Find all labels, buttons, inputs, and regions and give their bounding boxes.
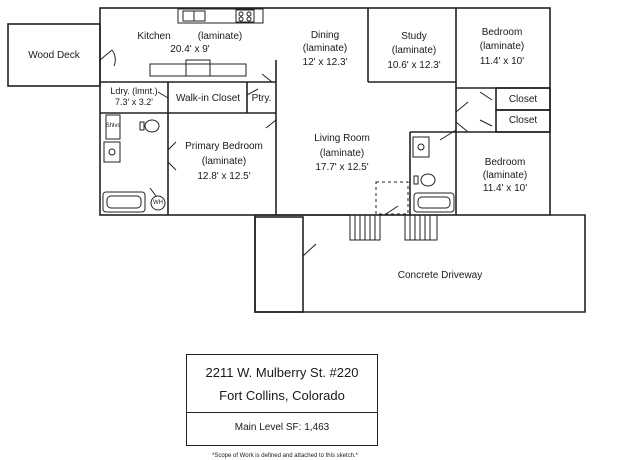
right-toilet-icon xyxy=(420,173,436,187)
primary-bedroom-floor: (laminate) xyxy=(201,156,247,167)
stove-icon xyxy=(235,9,255,23)
kitchen-floor: (laminate) xyxy=(197,31,243,42)
scope-footnote: *Scope of Work is defined and attached t… xyxy=(212,453,358,459)
address-divider xyxy=(187,412,377,413)
entry-landing xyxy=(375,181,409,215)
right-tub-icon xyxy=(413,192,455,213)
bedroom-top-floor: (laminate) xyxy=(479,41,525,52)
study-name: Study xyxy=(401,31,427,42)
wood-deck-outline xyxy=(7,23,101,87)
bedroom-right-dims: 11.4' x 10' xyxy=(482,183,528,194)
dining-dims: 12' x 12.3' xyxy=(302,57,348,68)
left-tub-icon xyxy=(102,191,146,213)
wood-deck-label: Wood Deck xyxy=(28,50,80,61)
bedroom-top-name: Bedroom xyxy=(481,27,523,38)
address-box: 2211 W. Mulberry St. #220 Fort Collins, … xyxy=(186,354,378,446)
walkin-closet-label: Walk-in Closet xyxy=(175,93,241,104)
kitchen-name: Kitchen xyxy=(137,31,171,42)
living-room-name: Living Room xyxy=(314,133,370,144)
study-dims: 10.6' x 12.3' xyxy=(387,60,441,71)
kitchen-dims: 20.4' x 9' xyxy=(170,44,210,55)
door-swings xyxy=(99,49,493,257)
laundry-dims: 7.3' x 3.2' xyxy=(115,97,153,107)
closet-2-label: Closet xyxy=(508,115,538,126)
main-level-sf: Main Level SF: 1,463 xyxy=(234,422,330,433)
dining-name: Dining xyxy=(310,30,340,41)
bedroom-right-floor: (laminate) xyxy=(482,170,528,181)
laundry-name: Ldry. (lmnt.) xyxy=(110,86,158,96)
right-sink-icon xyxy=(412,136,430,158)
closet-1-label: Closet xyxy=(508,94,538,105)
front-stairs xyxy=(349,214,438,241)
driveway-label: Concrete Driveway xyxy=(397,270,483,281)
pantry-label: Ptry. xyxy=(251,93,272,104)
address-city: Fort Collins, Colorado xyxy=(219,388,345,403)
address-street: 2211 W. Mulberry St. #220 xyxy=(205,365,359,380)
living-room-floor: (laminate) xyxy=(319,148,365,159)
garage-outline xyxy=(254,216,304,313)
study-floor: (laminate) xyxy=(391,45,437,56)
shelves-unit xyxy=(105,114,121,140)
kitchen-island xyxy=(149,63,247,77)
water-heater-icon xyxy=(150,195,166,211)
primary-bedroom-dims: 12.8' x 12.5' xyxy=(197,171,251,182)
primary-bedroom-name: Primary Bedroom xyxy=(185,141,263,152)
shelves-label: Shlvs xyxy=(105,123,121,129)
water-heater-label: WH xyxy=(153,200,163,206)
left-toilet-icon xyxy=(144,119,160,133)
fridge-icon xyxy=(185,59,211,77)
bedroom-right-name: Bedroom xyxy=(484,157,526,168)
dining-floor: (laminate) xyxy=(302,43,348,54)
living-room-dims: 17.7' x 12.5' xyxy=(315,162,369,173)
kitchen-counter xyxy=(177,8,264,24)
bedroom-top-dims: 11.4' x 10' xyxy=(479,56,525,67)
left-sink-icon xyxy=(103,141,121,163)
